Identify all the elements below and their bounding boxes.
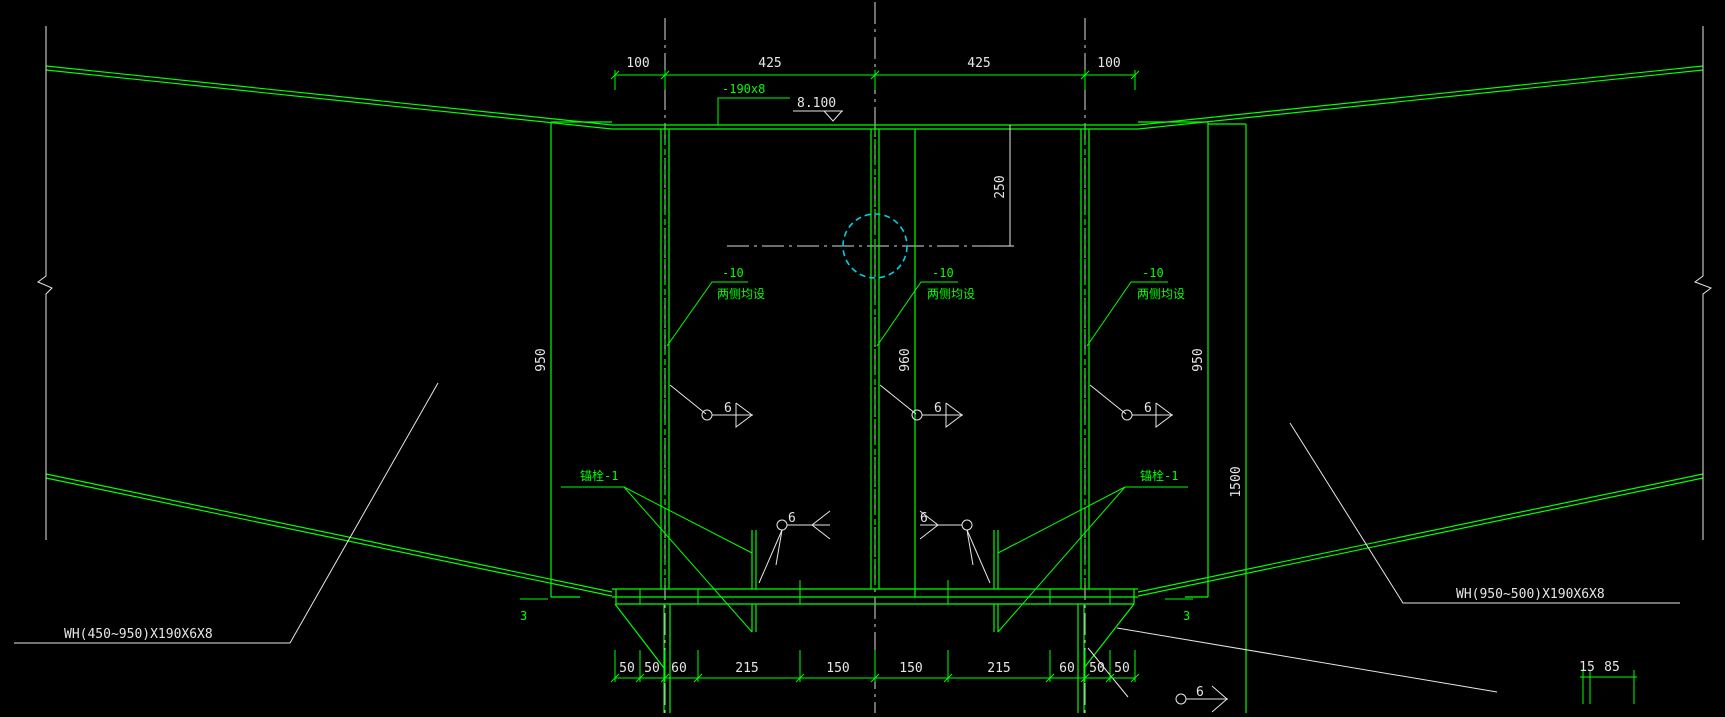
beam-left	[45, 65, 613, 597]
weld-size-4: 6	[920, 511, 928, 526]
dimension-bottom	[610, 580, 1140, 683]
weld-size-2: 6	[934, 401, 942, 416]
stiffener-left-note: 两侧均设	[717, 287, 765, 301]
break-line-right	[1693, 26, 1713, 540]
dim-bottom-2: 50	[644, 661, 660, 676]
beam-right	[1137, 65, 1704, 597]
weld-size-3: 6	[1144, 401, 1152, 416]
dim-bottom-6: 150	[899, 661, 922, 676]
detail-right-label: 锚栓-1	[1140, 468, 1178, 483]
dim-bottom-4: 215	[735, 661, 758, 676]
dim-top-2: 425	[758, 56, 781, 71]
dim-corner-2: 85	[1604, 660, 1620, 675]
elevation-label: 8.100	[797, 96, 836, 111]
weld-size-5: 6	[788, 511, 796, 526]
dim-bottom-7: 215	[987, 661, 1010, 676]
dim-bottom-1: 50	[619, 661, 635, 676]
plate-label: -190x8	[722, 82, 765, 96]
detail-left-label: 锚栓-1	[580, 468, 618, 483]
bolt-hole	[842, 213, 908, 279]
leader-lines	[14, 382, 1680, 693]
stiffener-callouts	[666, 281, 1168, 347]
elevation-marker	[793, 110, 843, 122]
dim-bottom-3: 60	[671, 661, 687, 676]
dim-center-height: 960	[898, 348, 913, 371]
section-left: 3	[520, 609, 527, 623]
dimension-hole-offset	[990, 125, 1014, 247]
dim-bottom-9: 50	[1089, 661, 1105, 676]
centerlines	[664, 2, 1086, 713]
dim-top-4: 100	[1097, 56, 1120, 71]
beam-right-label: WH(950~500)X190X6X8	[1456, 587, 1605, 602]
dim-corner-1: 15	[1579, 660, 1595, 675]
dim-right-height: 950	[1191, 348, 1206, 371]
anchor-bolts	[614, 530, 1135, 713]
weld-symbols	[669, 384, 1228, 713]
dim-top-3: 425	[967, 56, 990, 71]
stiffener-left	[660, 129, 670, 589]
stiffener-right-note: 两侧均设	[1137, 287, 1185, 301]
weld-size-1: 6	[724, 401, 732, 416]
dim-bottom-10: 50	[1114, 661, 1130, 676]
detail-callouts	[561, 486, 1188, 633]
dim-top-1: 100	[626, 56, 649, 71]
plate-callout	[717, 97, 790, 125]
weld-size-6: 6	[1196, 685, 1204, 700]
stiffener-right	[1080, 129, 1090, 589]
dim-bottom-8: 60	[1059, 661, 1075, 676]
dimension-top	[610, 70, 1140, 90]
beam-left-label: WH(450~950)X190X6X8	[64, 627, 213, 642]
column-body	[550, 121, 1247, 713]
dim-bottom-5: 150	[826, 661, 849, 676]
dim-total-height: 1500	[1229, 466, 1244, 497]
section-right: 3	[1183, 609, 1190, 623]
dimension-heights	[550, 122, 1209, 597]
stiffener-right-size: -10	[1142, 266, 1164, 280]
dimension-corner	[1580, 670, 1637, 704]
stiffener-center-size: -10	[932, 266, 954, 280]
dim-left-height: 950	[534, 348, 549, 371]
stiffener-left-size: -10	[722, 266, 744, 280]
dim-hole-offset: 250	[993, 175, 1008, 198]
stiffener-center-note: 两侧均设	[927, 287, 975, 301]
break-line-left	[37, 26, 53, 540]
stiffener-center	[870, 129, 880, 589]
